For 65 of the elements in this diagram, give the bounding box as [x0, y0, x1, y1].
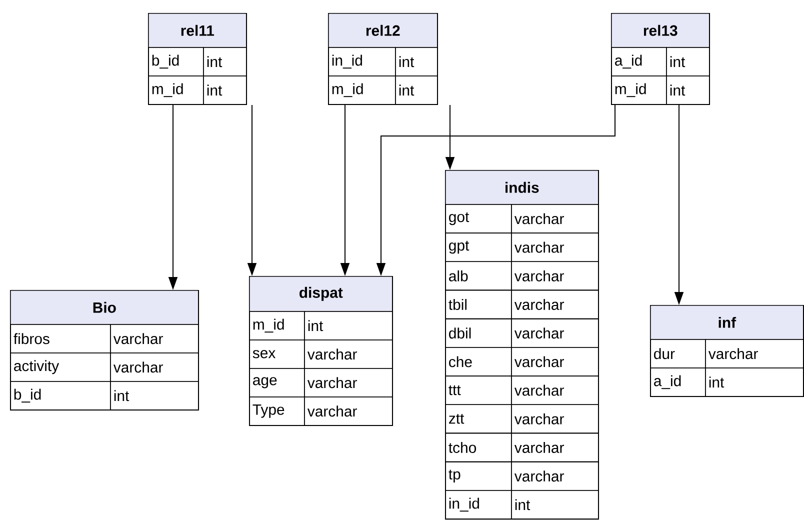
table-cell: varchar: [511, 432, 599, 462]
table-cell: tbil: [445, 290, 512, 320]
table-cell: activity: [10, 352, 111, 382]
table: [328, 13, 438, 105]
table-cell: varchar: [110, 352, 199, 382]
table-header: Bio: [10, 290, 199, 325]
table-cell: in_id: [328, 47, 396, 76]
table-cell: varchar: [511, 461, 599, 491]
table-cell: varchar: [110, 324, 199, 354]
table-header: dispat: [249, 276, 393, 312]
table-cell: tcho: [445, 432, 512, 462]
table-header: inf: [650, 305, 804, 340]
table-cell: ztt: [445, 404, 512, 434]
table: [611, 13, 710, 105]
table-cell: int: [203, 47, 247, 76]
table: [249, 276, 393, 426]
table-cell: che: [445, 347, 512, 376]
table-cell: int: [304, 311, 393, 340]
table-cell: tp: [445, 461, 512, 491]
table: [445, 170, 599, 520]
table-cell: a_id: [650, 368, 706, 397]
table-cell: b_id: [10, 381, 111, 410]
table-header: indis: [445, 170, 599, 205]
table: [10, 290, 199, 410]
table-cell: in_id: [445, 490, 512, 520]
table-header: rel12: [328, 13, 438, 48]
table-cell: ttt: [445, 376, 512, 405]
table-cell: varchar: [705, 339, 804, 368]
table-cell: m_id: [249, 311, 305, 340]
table-cell: varchar: [511, 261, 599, 291]
table-cell: dbil: [445, 318, 512, 348]
table-cell: varchar: [511, 347, 599, 376]
table-cell: got: [445, 204, 512, 234]
table-cell: int: [203, 76, 247, 105]
table-cell: age: [249, 368, 305, 398]
table-cell: m_id: [328, 76, 396, 105]
table-cell: varchar: [511, 290, 599, 320]
table-cell: a_id: [611, 47, 667, 76]
table-cell: int: [110, 381, 199, 410]
table-cell: varchar: [304, 368, 393, 398]
table-cell: int: [511, 490, 599, 520]
table-cell: varchar: [511, 404, 599, 434]
table-cell: int: [666, 76, 710, 105]
table-cell: varchar: [304, 340, 393, 369]
table-cell: alb: [445, 261, 512, 291]
table-cell: int: [705, 368, 804, 397]
table-cell: gpt: [445, 232, 512, 262]
table-cell: m_id: [611, 76, 667, 105]
table-cell: Type: [249, 396, 305, 426]
table-cell: b_id: [148, 47, 204, 76]
table-cell: varchar: [511, 318, 599, 348]
table-header: rel13: [611, 13, 710, 48]
table-cell: varchar: [511, 204, 599, 234]
table-cell: varchar: [511, 376, 599, 405]
table-header: rel11: [148, 13, 247, 48]
table-cell: int: [666, 47, 710, 76]
table: [148, 13, 247, 105]
table-cell: fibros: [10, 324, 111, 354]
table-cell: m_id: [148, 76, 204, 105]
table-cell: int: [395, 47, 438, 76]
table-cell: sex: [249, 340, 305, 369]
table-cell: dur: [650, 339, 706, 368]
table-cell: varchar: [304, 396, 393, 426]
table-cell: int: [395, 76, 438, 105]
table-cell: varchar: [511, 232, 599, 262]
